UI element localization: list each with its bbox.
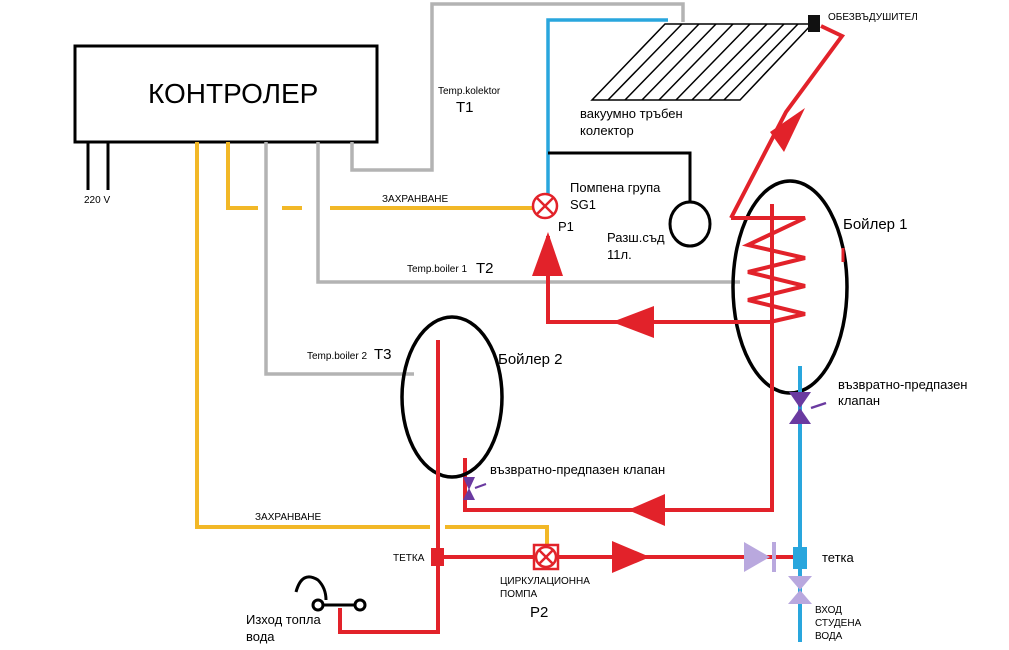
pump-p1-icon: [531, 192, 559, 220]
cold-in-label-1: ВХОД: [815, 605, 842, 616]
boiler-1-tank: [731, 179, 849, 395]
deaerator-label: ОБЕЗВЪДУШИТЕЛ: [828, 12, 918, 23]
hot-out-label-1: Изход топла: [246, 612, 321, 627]
flow-arrow-left-2: [628, 494, 665, 526]
collector-label-1: вакуумно тръбен: [580, 106, 683, 121]
hot-out-label-2: вода: [246, 629, 275, 644]
deaerator-icon: [808, 15, 820, 32]
boiler2-hot-out: [338, 340, 440, 634]
expansion-line: [548, 151, 692, 203]
pump-p2-icon: [532, 543, 560, 571]
boiler-2-label: Бойлер 2: [498, 351, 563, 368]
vacuum-tube-collector: [590, 23, 814, 101]
collector-cold-line: [546, 18, 668, 196]
p2-label: P2: [530, 604, 548, 621]
flow-arrow-down: [770, 108, 805, 152]
circ-pump-label-2: ПОМПА: [500, 589, 537, 600]
controller-title: КОНТРОЛЕР: [148, 78, 318, 109]
flow-arrow-left-1: [612, 306, 654, 338]
p1-label: P1: [558, 219, 574, 234]
check-valve-label-1: възвратно-предпазен: [838, 377, 967, 392]
expansion-vessel: [668, 200, 712, 248]
t1-label: T1: [456, 99, 474, 116]
temp-collector-label: Temp.kolektor: [438, 86, 501, 97]
cold-in-label-3: ВОДА: [815, 631, 843, 642]
pump-group-label-1: Помпена група: [570, 180, 661, 195]
expansion-label-2: 11л.: [607, 247, 632, 262]
temp-boiler2-label: Temp.boiler 2: [307, 351, 367, 362]
hot-water-tap-icon: [294, 575, 367, 612]
boiler1-coil: [731, 216, 806, 324]
check-valve-label-2: клапан: [838, 393, 880, 408]
power-label: 220 V: [84, 195, 110, 206]
tee-right-label: тетка: [822, 550, 855, 565]
flow-arrow-right: [612, 541, 650, 573]
t2-sensor-wire: [316, 142, 740, 284]
tee-left-icon: [431, 548, 444, 566]
t2-label: T2: [476, 260, 494, 277]
check-valve-boiler1-icon: [789, 392, 827, 424]
supply-bottom-label: ЗАХРАНВАНЕ: [255, 512, 322, 523]
collector-hot-line: [729, 24, 846, 219]
sensor-wires: [264, 2, 740, 376]
supply-wire-bottom-a: [195, 142, 430, 529]
supply-wire-bottom-b: [445, 525, 549, 544]
expansion-label-1: Разш.съд: [607, 230, 665, 245]
boiler-1-label: Бойлер 1: [843, 216, 908, 233]
t1-sensor-wire: [350, 2, 685, 172]
tee-right-icon: [793, 547, 807, 569]
power-wires: [195, 142, 549, 544]
check-valve-boiler2-label: възвратно-предпазен клапан: [490, 462, 665, 477]
t3-label: T3: [374, 346, 392, 363]
supply-wire-top-a: [226, 142, 258, 210]
flow-arrow-up: [532, 232, 563, 276]
cold-in-label-2: СТУДЕНА: [815, 618, 862, 629]
pump-group-label-2: SG1: [570, 197, 596, 212]
check-valve-boiler2-icon: [463, 477, 487, 500]
controller-box: [73, 44, 379, 144]
collector-label-2: колектор: [580, 123, 634, 138]
boiler-2-tank: [400, 315, 504, 479]
supply-top-label: ЗАХРАНВАНЕ: [382, 194, 449, 205]
check-valve-inlet-icon: [788, 576, 812, 604]
tee-left-label: ТЕТКА: [393, 553, 425, 564]
boiler1-hot-outlet: [463, 204, 774, 512]
t3-sensor-wire: [264, 142, 414, 376]
circ-pump-label-1: ЦИРКУЛАЦИОННА: [500, 576, 590, 587]
check-valve-circulation-icon: [744, 542, 776, 572]
temp-boiler1-label: Temp.boiler 1: [407, 264, 467, 275]
